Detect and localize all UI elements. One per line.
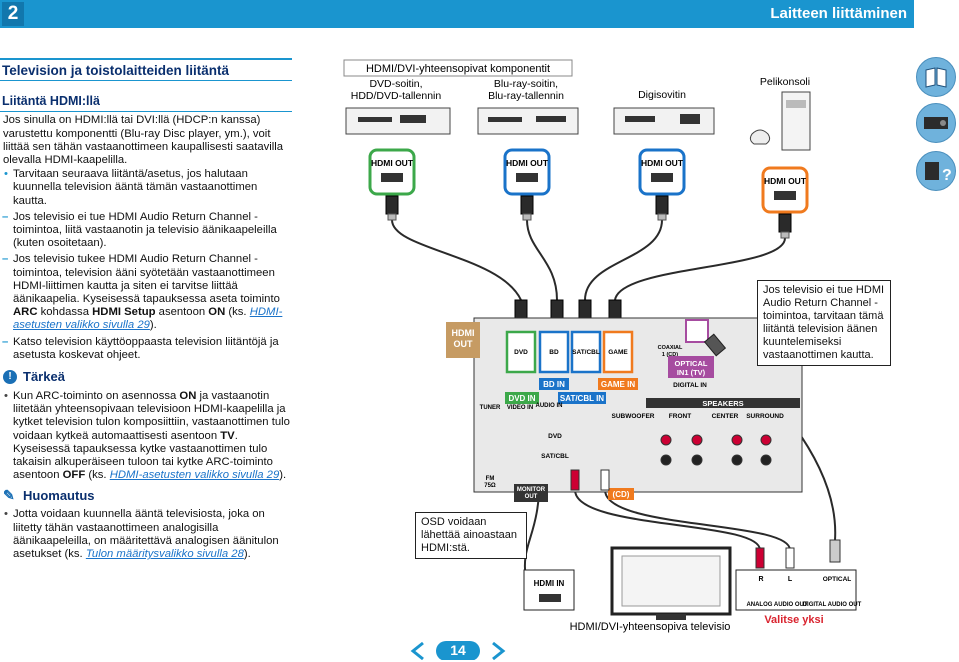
svg-text:SUBWOOFER: SUBWOOFER <box>612 413 655 420</box>
bd-label: Blu-ray-soitin,Blu-ray-tallennin <box>488 78 564 102</box>
pencil-icon: ✎ <box>3 487 15 504</box>
svg-text:(CD): (CD) <box>613 490 630 499</box>
compat-title: HDMI/DVI-yhteensopivat komponentit <box>366 63 550 75</box>
svg-text:HDMI OUT: HDMI OUT <box>641 158 684 168</box>
svg-text:HDMI OUT: HDMI OUT <box>506 158 549 168</box>
book-icon[interactable] <box>916 57 956 97</box>
svg-text:SURROUND: SURROUND <box>746 413 784 420</box>
svg-text:DVD IN: DVD IN <box>508 394 535 403</box>
dvd-label: DVD-soitin,HDD/DVD-tallennin <box>351 78 442 102</box>
chapter-title: Laitteen liittäminen <box>770 5 907 22</box>
page-navigation <box>410 641 506 660</box>
svg-text:HDMI OUT: HDMI OUT <box>371 158 414 168</box>
svg-text:SPEAKERS: SPEAKERS <box>702 399 743 408</box>
next-page-icon <box>492 641 506 660</box>
important-heading: ! Tärkeä <box>3 370 292 385</box>
game-label: Pelikonsoli <box>760 76 810 88</box>
osd-note-box: OSD voidaan lähettää ainoastaan HDMI:stä… <box>415 512 527 559</box>
subsection-title: Liitäntä HDMI:llä <box>0 95 292 113</box>
receiver-icon[interactable] <box>916 103 956 143</box>
svg-text:R: R <box>758 576 763 583</box>
help-icon[interactable]: ? <box>916 151 956 191</box>
bd-hdmi-out-box: HDMI OUT <box>503 148 551 196</box>
receiver-hdmi-out-tag <box>446 322 480 358</box>
bluray-player-device <box>477 107 579 135</box>
tv-label: HDMI/DVI-yhteensopiva televisio <box>570 621 731 633</box>
compat-title-box <box>343 59 573 77</box>
dvd-hdmi-out-box: HDMI OUT <box>368 148 416 196</box>
svg-text:GAME: GAME <box>608 349 628 356</box>
dash-item-arc: Jos televisio tukee HDMI Audio Return Ch… <box>0 253 292 332</box>
svg-text:ANALOG AUDIO OUT: ANALOG AUDIO OUT <box>746 602 807 608</box>
hdmi-settings-link[interactable]: HDMI-asetusten valikko sivulla 29 <box>13 306 283 332</box>
page-number: 14 <box>450 642 466 658</box>
svg-text:HDMI OUT: HDMI OUT <box>764 176 807 186</box>
prev-page-icon <box>410 641 424 660</box>
svg-text:SAT/CBL: SAT/CBL <box>541 453 569 460</box>
dash-item: Jos televisio ei tue HDMI Audio Return C… <box>0 211 292 251</box>
important-text: Kun ARC-toiminto on asennossa ON ja vast… <box>0 390 292 482</box>
dvd-player-device <box>345 107 451 135</box>
svg-text:CENTER: CENTER <box>712 413 739 420</box>
page-number-badge <box>436 641 480 660</box>
svg-text:VIDEO IN: VIDEO IN <box>507 405 533 411</box>
svg-text:BD: BD <box>549 349 559 356</box>
note-heading: ✎ Huomautus <box>3 487 95 504</box>
game-hdmi-out-box: HDMI OUT <box>761 166 809 214</box>
dash-item: Katso television käyttöoppaasta televisi… <box>0 336 292 362</box>
settop-box-device <box>613 107 715 135</box>
svg-text:DIGITAL AUDIO OUT: DIGITAL AUDIO OUT <box>803 602 862 608</box>
svg-text:TUNER: TUNER <box>480 405 501 411</box>
section-title: Television ja toistolaitteiden liitäntä <box>0 58 292 82</box>
tv-audio-out-box <box>735 569 857 611</box>
important-icon: ! <box>3 370 17 385</box>
hdmi-settings-link-2[interactable]: HDMI-asetusten valikko sivulla 29 <box>109 469 280 482</box>
input-setup-link[interactable]: Tulon määritysvalikko sivulla 28 <box>85 548 244 561</box>
svg-text:OPTICAL: OPTICAL <box>823 576 852 583</box>
bullet-item: Tarvitaan seuraava liitäntä/asetus, jos … <box>0 168 292 208</box>
arc-note-box: Jos televisio ei tue HDMI Audio Return C… <box>757 280 891 366</box>
choose-one-label: Valitse yksi <box>764 614 823 626</box>
left-column: Television ja toistolaitteiden liitäntä … <box>0 58 292 561</box>
chapter-header-bar <box>0 0 914 28</box>
tv-set <box>610 546 732 620</box>
stb-label: Digisovitin <box>638 89 686 101</box>
svg-text:DIGITAL IN: DIGITAL IN <box>673 382 707 389</box>
svg-text:L: L <box>788 576 793 583</box>
chapter-number: 2 <box>2 2 24 26</box>
game-console-device <box>749 91 811 151</box>
svg-text:AUDIO IN: AUDIO IN <box>536 403 563 409</box>
svg-text:DVD: DVD <box>514 349 528 356</box>
intro-paragraph: Jos sinulla on HDMI:llä tai DVI:llä (HDC… <box>3 114 284 167</box>
svg-text:DVD: DVD <box>548 433 562 440</box>
svg-text:?: ? <box>942 167 952 184</box>
svg-text:BD IN: BD IN <box>543 380 565 389</box>
rca-plugs <box>570 333 841 569</box>
svg-text:SAT/CBL: SAT/CBL <box>572 349 600 356</box>
svg-text:SAT/CBL IN: SAT/CBL IN <box>560 394 604 403</box>
stb-hdmi-out-box: HDMI OUT <box>638 148 686 196</box>
svg-text:HDMI IN: HDMI IN <box>534 579 565 588</box>
svg-text:GAME IN: GAME IN <box>601 380 635 389</box>
tv-hdmi-in-box <box>523 569 575 611</box>
note-text: Jotta voidaan kuunnella ääntä televisios… <box>0 508 292 561</box>
svg-text:FRONT: FRONT <box>669 413 691 420</box>
